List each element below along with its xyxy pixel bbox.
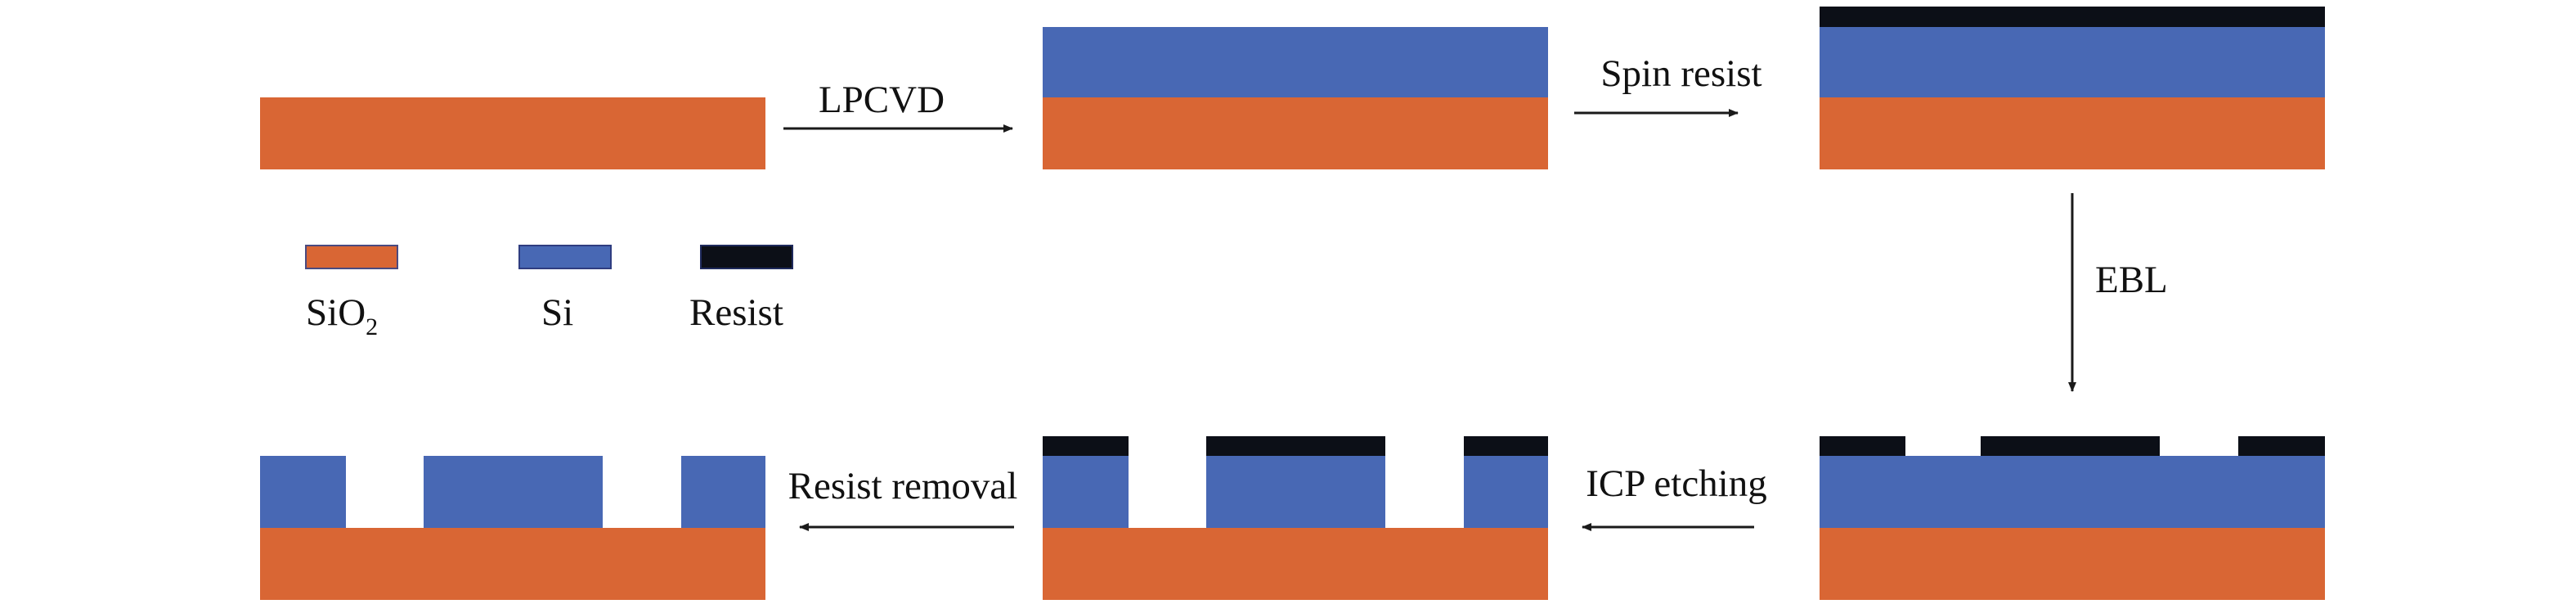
step-spin-resist: Spin resist — [1574, 52, 1762, 117]
si-ridge — [260, 456, 346, 530]
si-ridge — [681, 456, 765, 530]
si-layer — [1820, 456, 2325, 530]
legend-label-si: Si — [541, 291, 573, 334]
legend-swatch-si — [518, 245, 612, 269]
sio2-layer — [1820, 528, 2325, 600]
resist-segment — [2238, 436, 2325, 458]
resist-layer — [1820, 7, 2325, 28]
legend-label-resist: Resist — [689, 291, 783, 334]
si-ridge — [1043, 456, 1129, 530]
sio2-layer — [260, 528, 765, 600]
si-ridge — [424, 456, 603, 530]
resist-segment — [1464, 436, 1548, 458]
stage-3-resist-coated — [1820, 7, 2325, 169]
stage-1-substrate — [260, 97, 765, 169]
step-label-ebl: EBL — [2095, 259, 2168, 301]
sio2-layer — [260, 97, 765, 169]
resist-segment — [1820, 436, 1905, 458]
legend-item-resist: Resist — [689, 245, 793, 334]
legend-item-si: Si — [518, 245, 612, 334]
stage-4-resist-patterned — [1820, 436, 2325, 600]
stage-5-etched — [1043, 436, 1548, 600]
resist-segment — [1206, 436, 1385, 458]
step-icp-etching: ICP etching — [1582, 462, 1767, 531]
step-label-spin-resist: Spin resist — [1600, 52, 1761, 95]
step-resist-removal: Resist removal — [788, 465, 1018, 531]
step-lpcvd: LPCVD — [783, 79, 1013, 133]
sio2-layer — [1820, 97, 2325, 169]
resist-segment — [1981, 436, 2160, 458]
si-ridge — [1206, 456, 1385, 530]
si-ridge — [1464, 456, 1548, 530]
legend: SiO2 Si Resist — [305, 245, 793, 340]
legend-swatch-sio2 — [305, 245, 398, 269]
step-ebl: EBL — [2068, 193, 2168, 392]
sio2-layer — [1043, 528, 1548, 600]
legend-swatch-resist — [700, 245, 793, 269]
si-layer — [1043, 27, 1548, 99]
step-label-resist-removal: Resist removal — [788, 465, 1018, 507]
stage-2-si-deposited — [1043, 27, 1548, 169]
si-layer — [1820, 27, 2325, 99]
legend-label-sio2: SiO2 — [306, 291, 378, 340]
sio2-layer — [1043, 97, 1548, 169]
step-label-icp-etching: ICP etching — [1586, 462, 1766, 505]
resist-segment — [1043, 436, 1129, 458]
step-label-lpcvd: LPCVD — [819, 79, 945, 121]
stage-6-final — [260, 456, 765, 600]
legend-item-sio2: SiO2 — [305, 245, 398, 340]
